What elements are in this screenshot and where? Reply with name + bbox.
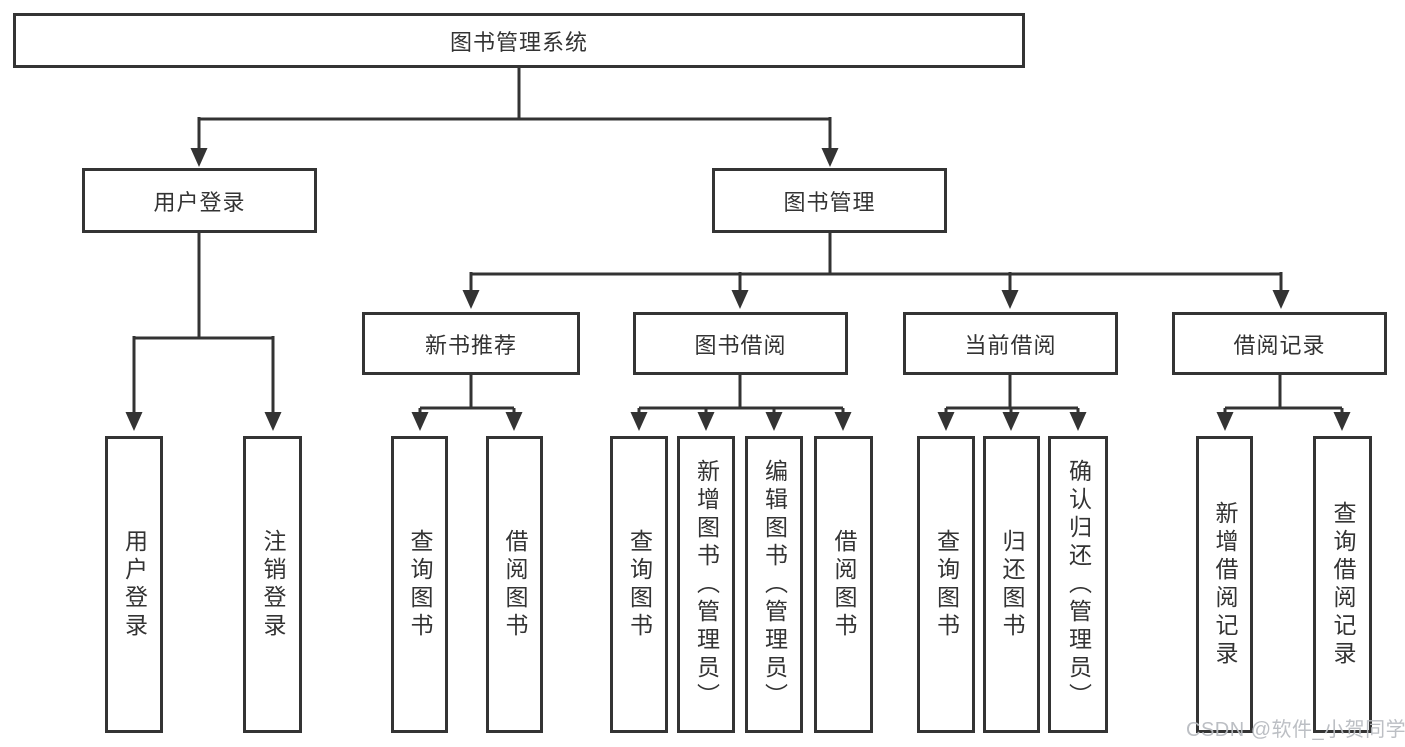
node-current-borrowing: 当前借阅 (903, 312, 1118, 375)
leaf-edit-books-admin: 编辑图书（管理员） (745, 436, 803, 733)
leaf-return-books: 归还图书 (983, 436, 1040, 733)
leaf-current-query-books-label: 查询图书 (933, 528, 960, 641)
leaf-query-borrow-record: 查询借阅记录 (1313, 436, 1372, 733)
leaf-recommend-borrow-books: 借阅图书 (486, 436, 543, 733)
leaf-borrow-books: 借阅图书 (814, 436, 873, 733)
leaf-logout: 注销登录 (243, 436, 302, 733)
node-root-label: 图书管理系统 (449, 29, 588, 55)
node-book-borrowing: 图书借阅 (633, 312, 848, 375)
node-borrowing-records-label: 借阅记录 (1233, 332, 1326, 358)
leaf-user-login: 用户登录 (105, 436, 163, 733)
node-root: 图书管理系统 (13, 13, 1025, 68)
leaf-query-borrow-record-label: 查询借阅记录 (1330, 500, 1356, 669)
node-new-book-recommend-label: 新书推荐 (424, 332, 517, 358)
leaf-add-books-admin: 新增图书（管理员） (677, 436, 735, 733)
tree-edges (132, 66, 1344, 414)
leaf-current-query-books: 查询图书 (917, 436, 975, 733)
node-book-management: 图书管理 (712, 168, 947, 233)
leaf-add-borrow-record: 新增借阅记录 (1196, 436, 1253, 733)
node-book-management-label: 图书管理 (783, 189, 876, 215)
leaf-user-login-label: 用户登录 (121, 528, 148, 641)
node-current-borrowing-label: 当前借阅 (964, 332, 1057, 358)
leaf-logout-label: 注销登录 (260, 528, 286, 641)
node-borrowing-records: 借阅记录 (1172, 312, 1387, 375)
leaf-add-books-admin-label: 新增图书（管理员） (693, 458, 720, 711)
node-new-book-recommend: 新书推荐 (362, 312, 580, 375)
leaf-confirm-return-admin-label: 确认归还（管理员） (1065, 458, 1092, 711)
leaf-add-borrow-record-label: 新增借阅记录 (1212, 500, 1238, 669)
leaf-recommend-query-books: 查询图书 (391, 436, 448, 733)
leaf-confirm-return-admin: 确认归还（管理员） (1048, 436, 1108, 733)
csdn-watermark: CSDN @软件_小贺同学 (1186, 719, 1405, 741)
node-user-login-label: 用户登录 (153, 189, 246, 215)
node-user-login: 用户登录 (82, 168, 317, 233)
leaf-return-books-label: 归还图书 (999, 528, 1025, 641)
leaf-recommend-borrow-books-label: 借阅图书 (502, 528, 528, 641)
leaf-recommend-query-books-label: 查询图书 (407, 528, 433, 641)
leaf-borrowing-query-books: 查询图书 (610, 436, 668, 733)
arrowheads (125, 148, 1351, 431)
leaf-edit-books-admin-label: 编辑图书（管理员） (761, 458, 788, 711)
leaf-borrowing-query-books-label: 查询图书 (626, 528, 653, 641)
node-book-borrowing-label: 图书借阅 (694, 332, 787, 358)
leaf-borrow-books-label: 借阅图书 (831, 528, 857, 641)
